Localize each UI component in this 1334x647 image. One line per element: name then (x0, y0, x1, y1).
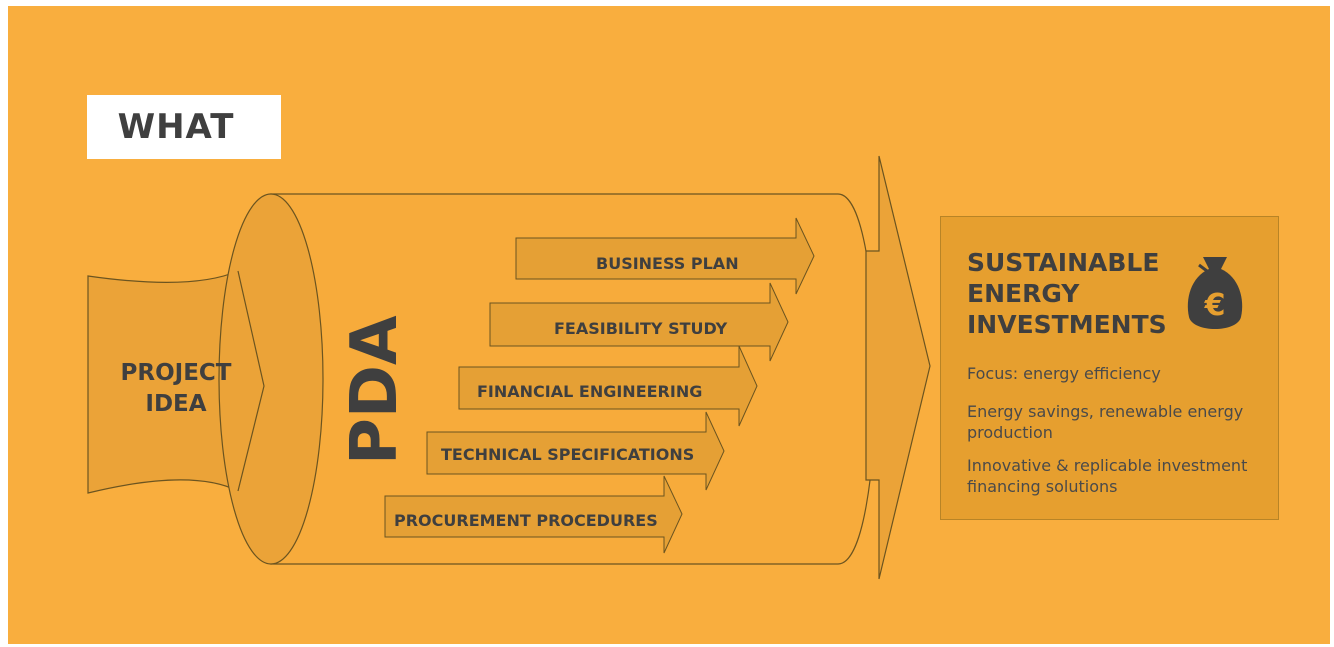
step-arrow-business-plan: BUSINESS PLAN (515, 217, 815, 295)
step-label: TECHNICAL SPECIFICATIONS (441, 445, 694, 464)
pda-label: PDA (338, 315, 412, 465)
what-heading-box: WHAT (87, 95, 281, 159)
result-title-line2: ENERGY (967, 279, 1080, 308)
what-heading: WHAT (117, 107, 235, 147)
pipeline-diagram: BUSINESS PLAN FEASIBILITY STUDY FINANCIA… (87, 155, 931, 580)
step-label: FEASIBILITY STUDY (554, 319, 728, 338)
project-idea-arrow-tip (237, 270, 265, 492)
step-arrow-financial-engineering: FINANCIAL ENGINEERING (458, 345, 758, 427)
svg-text:€: € (1204, 288, 1226, 323)
step-arrow-technical-specifications: TECHNICAL SPECIFICATIONS (426, 411, 725, 491)
pda-pipe-mouth (218, 193, 324, 565)
diagram-panel: WHAT BUSINESS PLAN FEASIBILITY STUDY FIN… (8, 6, 1330, 644)
result-item-focus: Focus: energy efficiency (967, 364, 1161, 383)
euro-money-bag-icon: € (1187, 257, 1243, 329)
step-label: PROCUREMENT PROCEDURES (394, 511, 658, 530)
sustainable-energy-investments-box: SUSTAINABLE ENERGY INVESTMENTS € Focus: … (940, 216, 1279, 520)
result-item-innovative-financing: Innovative & replicable investment finan… (967, 456, 1248, 496)
project-idea-line1: PROJECT (121, 360, 232, 386)
result-title-line3: INVESTMENTS (967, 310, 1167, 339)
result-title: SUSTAINABLE ENERGY INVESTMENTS (967, 247, 1167, 340)
step-label: FINANCIAL ENGINEERING (477, 382, 702, 401)
result-title-line1: SUSTAINABLE (967, 248, 1160, 277)
result-item-energy-savings: Energy savings, renewable energy product… (967, 402, 1244, 442)
step-arrow-feasibility-study: FEASIBILITY STUDY (489, 282, 789, 362)
project-idea-line2: IDEA (145, 391, 206, 417)
step-label: BUSINESS PLAN (596, 254, 739, 273)
step-arrow-procurement-procedures: PROCUREMENT PROCEDURES (384, 475, 683, 554)
output-arrow (865, 155, 931, 580)
